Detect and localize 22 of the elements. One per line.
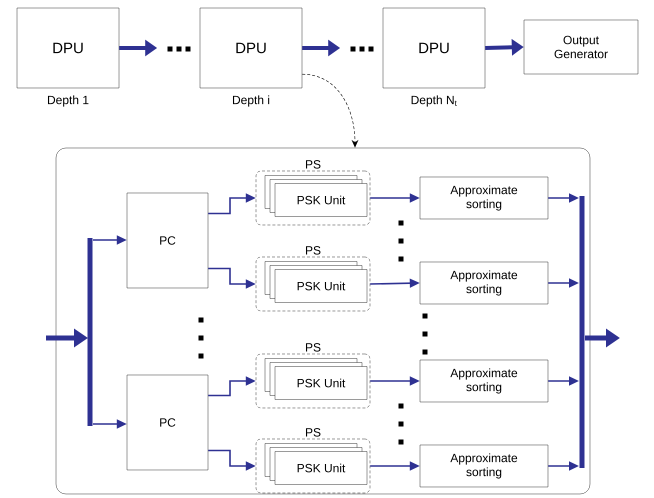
process-box: Output Generator — [524, 20, 638, 74]
depth-label: Depth i — [232, 95, 270, 107]
depth-label: Depth 1 — [48, 95, 88, 107]
depth-label: Depth N$_{t}$ — [412, 95, 457, 107]
process-box: DPU — [16, 8, 120, 88]
rounded-frame — [56, 148, 590, 494]
stacked-unit-box: PSK Unit — [264, 175, 368, 217]
process-box: PC — [126, 192, 208, 288]
group-label: PS — [306, 160, 320, 169]
process-box: Approximate sorting — [420, 176, 548, 220]
stacked-unit-box: PSK Unit — [264, 261, 368, 303]
group-label: PS — [306, 246, 320, 255]
process-box: DPU — [200, 8, 302, 88]
process-box: Approximate sorting — [420, 262, 548, 304]
process-box: Approximate sorting — [420, 444, 548, 488]
process-box: PC — [126, 374, 208, 470]
group-label: PS — [306, 428, 320, 437]
group-label: PS — [306, 343, 320, 352]
process-box: DPU — [382, 8, 486, 88]
stacked-unit-box: PSK Unit — [264, 443, 368, 485]
stacked-unit-box: PSK Unit — [264, 358, 368, 400]
process-box: Approximate sorting — [420, 360, 548, 402]
